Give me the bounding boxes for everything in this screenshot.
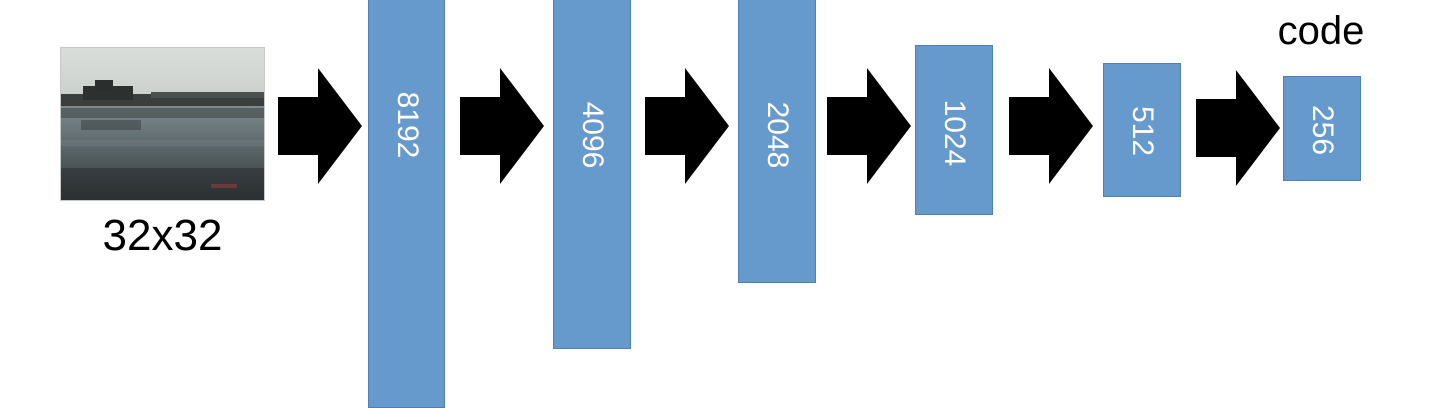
- layer-units-label: 512: [1126, 105, 1159, 157]
- layer-units-label: 2048: [761, 101, 794, 169]
- input-size-label: 32x32: [102, 211, 223, 260]
- landscape-thumbnail-icon: [61, 48, 264, 200]
- right-arrow-icon: [278, 68, 362, 184]
- layer-512: 512: [1103, 63, 1181, 197]
- right-arrow-icon: [1009, 68, 1093, 184]
- right-arrow-icon: [460, 68, 544, 184]
- layer-8192: 8192: [368, 0, 445, 408]
- layer-units-label: 256: [1306, 104, 1339, 156]
- layer-1024: 1024: [915, 45, 993, 215]
- layer-units-label: 1024: [938, 99, 971, 167]
- input-image: [60, 47, 265, 201]
- right-arrow-icon: [1196, 70, 1280, 186]
- layer-4096: 4096: [553, 0, 631, 349]
- right-arrow-icon: [827, 68, 911, 184]
- layer-256-code: 256: [1283, 76, 1361, 181]
- layer-2048: 2048: [738, 0, 816, 283]
- layer-units-label: 8192: [390, 91, 424, 159]
- layer-units-label: 4096: [576, 101, 609, 169]
- right-arrow-icon: [645, 68, 729, 184]
- code-label: code: [1277, 9, 1365, 53]
